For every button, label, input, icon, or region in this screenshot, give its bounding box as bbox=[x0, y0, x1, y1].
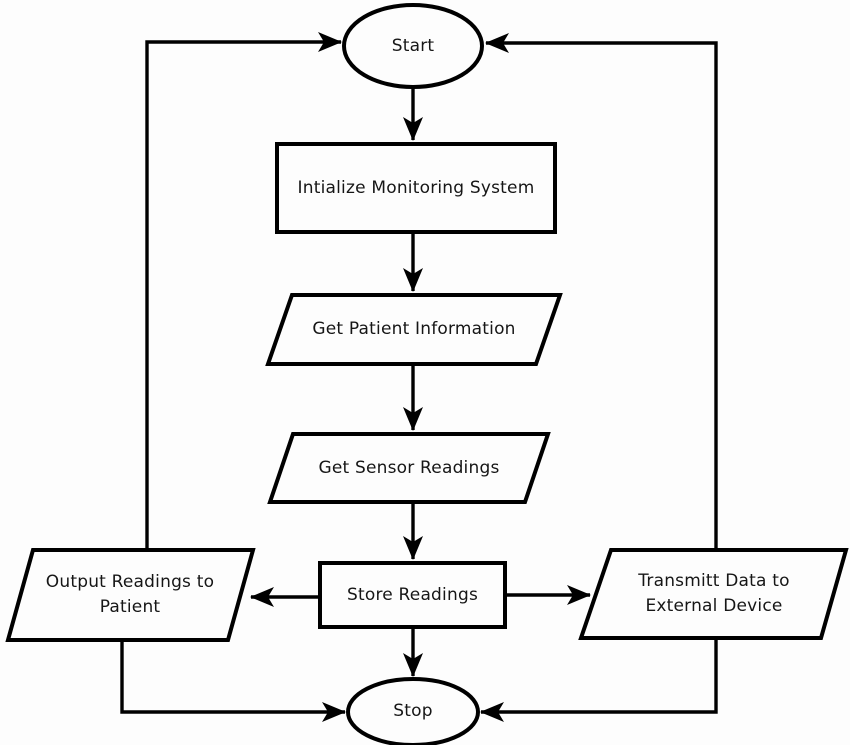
sensor-io-shape bbox=[267, 432, 551, 504]
edge-output-to-start-loop bbox=[145, 32, 342, 550]
edge-output-to-stop-loop bbox=[120, 640, 346, 722]
start-terminator-shape bbox=[342, 3, 484, 89]
edge-transmit-to-stop-loop bbox=[480, 638, 718, 722]
patient-io-shape bbox=[265, 293, 563, 366]
stop-terminator-shape bbox=[346, 677, 480, 745]
store-process-shape bbox=[318, 561, 507, 629]
output-io-shape bbox=[5, 548, 256, 642]
transmit-io-shape bbox=[578, 548, 849, 640]
init-process-shape bbox=[275, 142, 557, 234]
edge-transmit-to-start-loop bbox=[485, 33, 718, 550]
